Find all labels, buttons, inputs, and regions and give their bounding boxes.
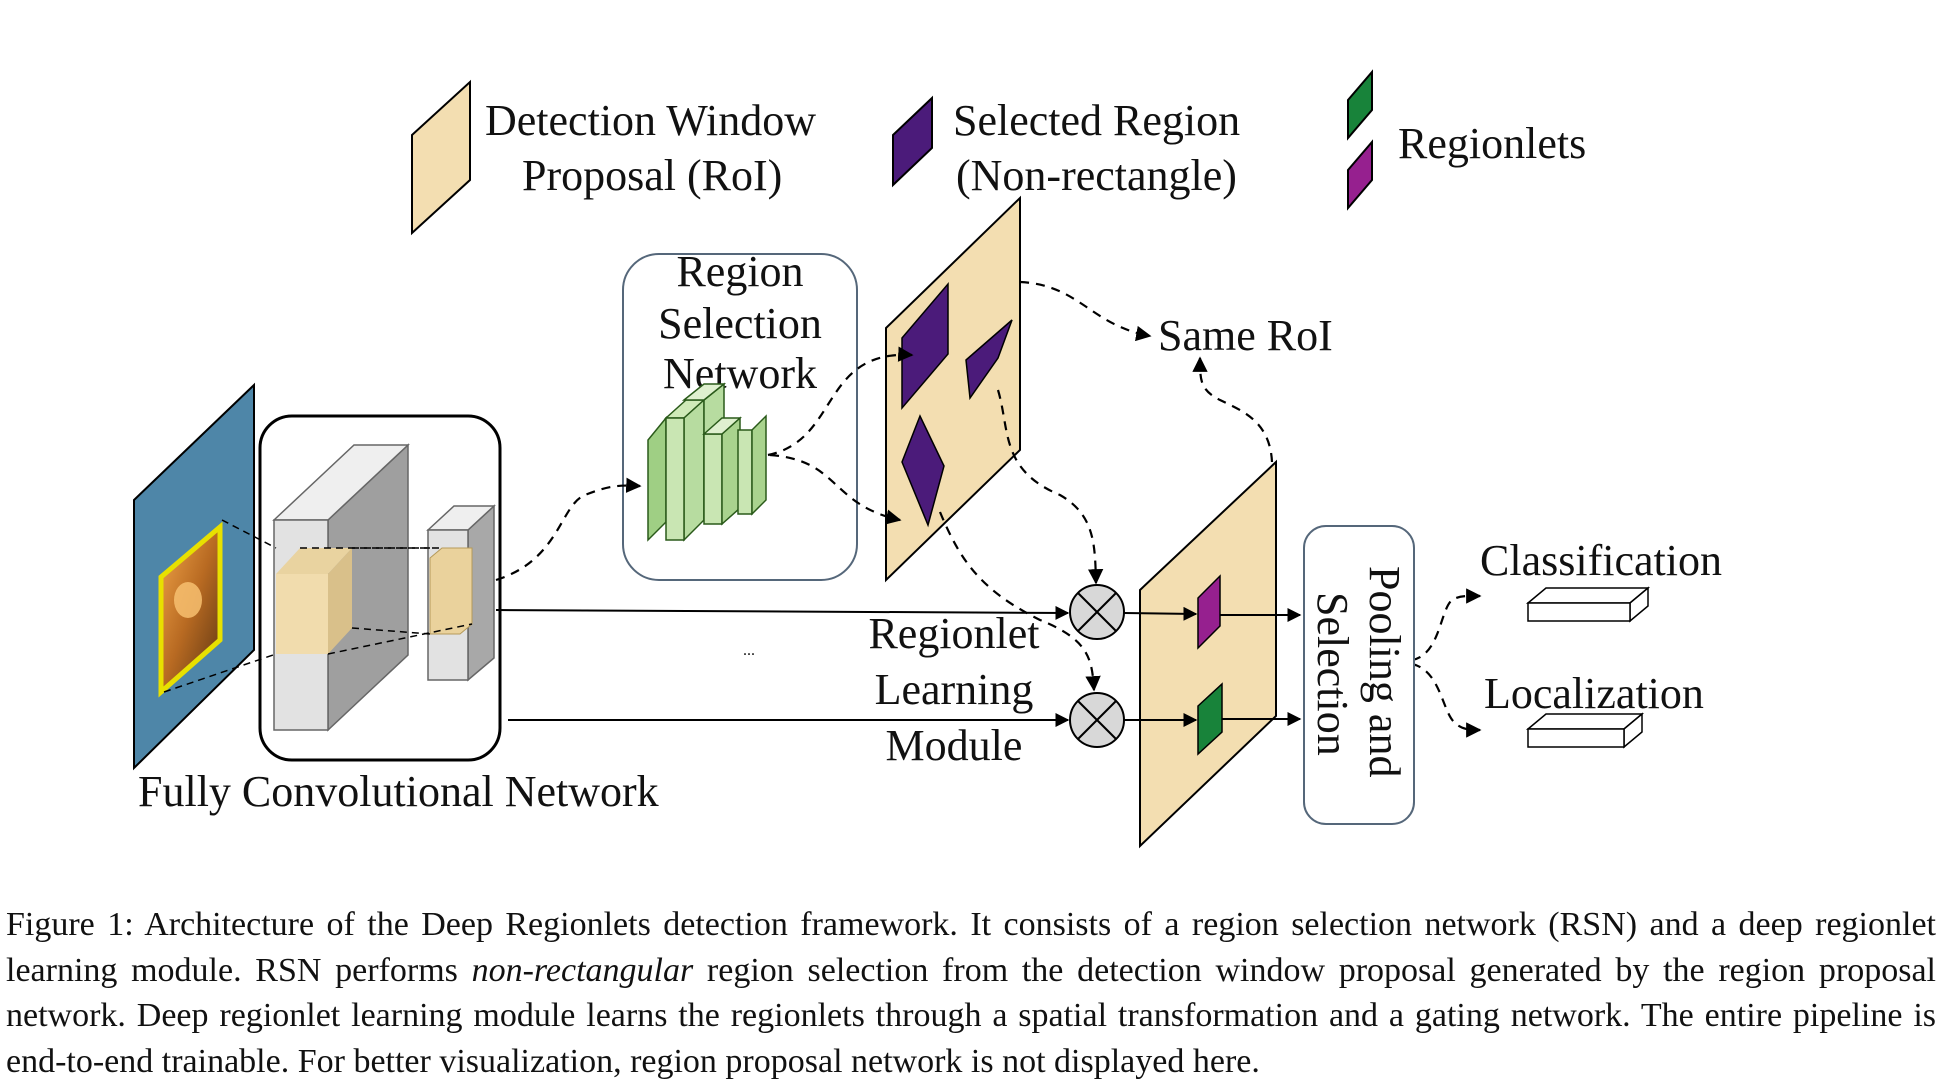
pooling-rounded-box [1303, 525, 1415, 825]
caption-emphasis: non-rectangular [471, 951, 694, 989]
regionlet-plane-to-same-roi-arrow [1192, 356, 1274, 463]
selected-to-same-roi-arrow [1019, 280, 1152, 342]
localization-output: Localization [1484, 669, 1704, 749]
regionlet-legend-swatch-purple [1347, 139, 1373, 211]
rsn-layer-2 [683, 398, 705, 542]
rlm-label-line1: Regionlet [868, 609, 1039, 658]
multiplier-to-purple-regionlet-arrow [1123, 606, 1198, 621]
selected-region-shape-3 [901, 414, 945, 528]
fcn-large-roi-top [276, 548, 352, 574]
input-image [133, 382, 255, 771]
selected-region-legend-label-line1: Selected Region [953, 96, 1240, 145]
caption-text-part1: Figure 1: Architecture of the Deep Regio… [6, 906, 1936, 989]
selected-region-legend-swatch [892, 95, 933, 188]
localization-bar-front [1527, 728, 1625, 748]
selected-region-shape-2 [965, 319, 1013, 401]
same-roi-label: Same RoI [1158, 311, 1333, 360]
selected-region-shape-1 [901, 281, 949, 411]
regionlet-legend-swatch-green [1347, 69, 1373, 141]
rsn-layer-stack [647, 382, 767, 542]
roi-legend-label-line1: Detection Window [485, 96, 816, 145]
fcn-large-roi-front [276, 574, 328, 654]
rsn-layer-3 [703, 433, 723, 525]
classification-output: Classification [1480, 536, 1722, 623]
fcn-projection-lines [163, 519, 473, 693]
fcn-to-top-multiplier-arrow [495, 605, 1070, 620]
rsn-block: Region Selection Network [622, 247, 858, 581]
roi-legend-swatch [411, 79, 471, 236]
localization-bar-top [1525, 713, 1645, 730]
fcn-label: Fully Convolutional Network [138, 767, 659, 816]
regionlets-legend-label: Regionlets [1398, 119, 1586, 168]
selected-to-top-multiplier-arrow [996, 389, 1104, 585]
ellipsis-label: ... [743, 642, 755, 659]
regionlet-plane [1139, 459, 1277, 849]
roi-legend-label-line2: Proposal (RoI) [522, 151, 782, 200]
selected-to-bottom-multiplier-arrow [938, 511, 1101, 692]
fcn-to-rsn-arrow [495, 477, 642, 582]
regionlet-purple [1197, 574, 1221, 650]
selected-region-plane [885, 195, 1021, 583]
rlm-label-line3: Module [886, 721, 1023, 770]
pooling-label-line1: Pooling and [1360, 566, 1409, 777]
rlm-label: Regionlet Learning Module [868, 609, 1039, 770]
regionlet-green [1197, 682, 1223, 756]
rsn-layer-4 [737, 429, 753, 515]
fcn-block: Fully Convolutional Network [138, 414, 659, 816]
pooling-label-line2: Selection [1308, 592, 1357, 756]
legend: Detection Window Proposal (RoI) Selected… [411, 69, 1586, 236]
fcn-small-roi [429, 547, 473, 635]
fcn-large-roi-side [328, 548, 352, 654]
circled-times-icon [1069, 692, 1125, 748]
pooling-selection-block: Pooling and Selection [1303, 525, 1415, 825]
selected-region-legend-label-line2: (Non-rectangle) [956, 151, 1237, 200]
fcn-rounded-box [258, 414, 502, 762]
classification-bar-top [1525, 587, 1651, 604]
classification-bar-front [1527, 602, 1631, 622]
rsn-layer-1 [647, 415, 667, 542]
classification-label: Classification [1480, 536, 1722, 585]
pooling-to-classification-arrow [1411, 588, 1482, 662]
rsn-label-line1: Region [676, 247, 803, 296]
rsn-to-selected-bottom-arrow [769, 453, 902, 525]
rsn-label-line2: Selection [658, 299, 822, 348]
regionlet-roi-plane [1139, 459, 1277, 849]
rsn-rounded-box [622, 253, 858, 581]
rlm-label-line2: Learning [875, 665, 1034, 714]
cat-face-icon [174, 582, 202, 618]
circled-times-icon [1069, 584, 1125, 640]
localization-label: Localization [1484, 669, 1704, 718]
pooling-to-localization-arrow [1411, 662, 1482, 738]
solid-connections [495, 605, 1302, 727]
figure-caption: Figure 1: Architecture of the Deep Regio… [6, 902, 1936, 1084]
dashed-connections [495, 280, 1482, 738]
architecture-diagram: Detection Window Proposal (RoI) Selected… [133, 69, 1722, 849]
rsn-label-line3: Network [663, 349, 817, 398]
